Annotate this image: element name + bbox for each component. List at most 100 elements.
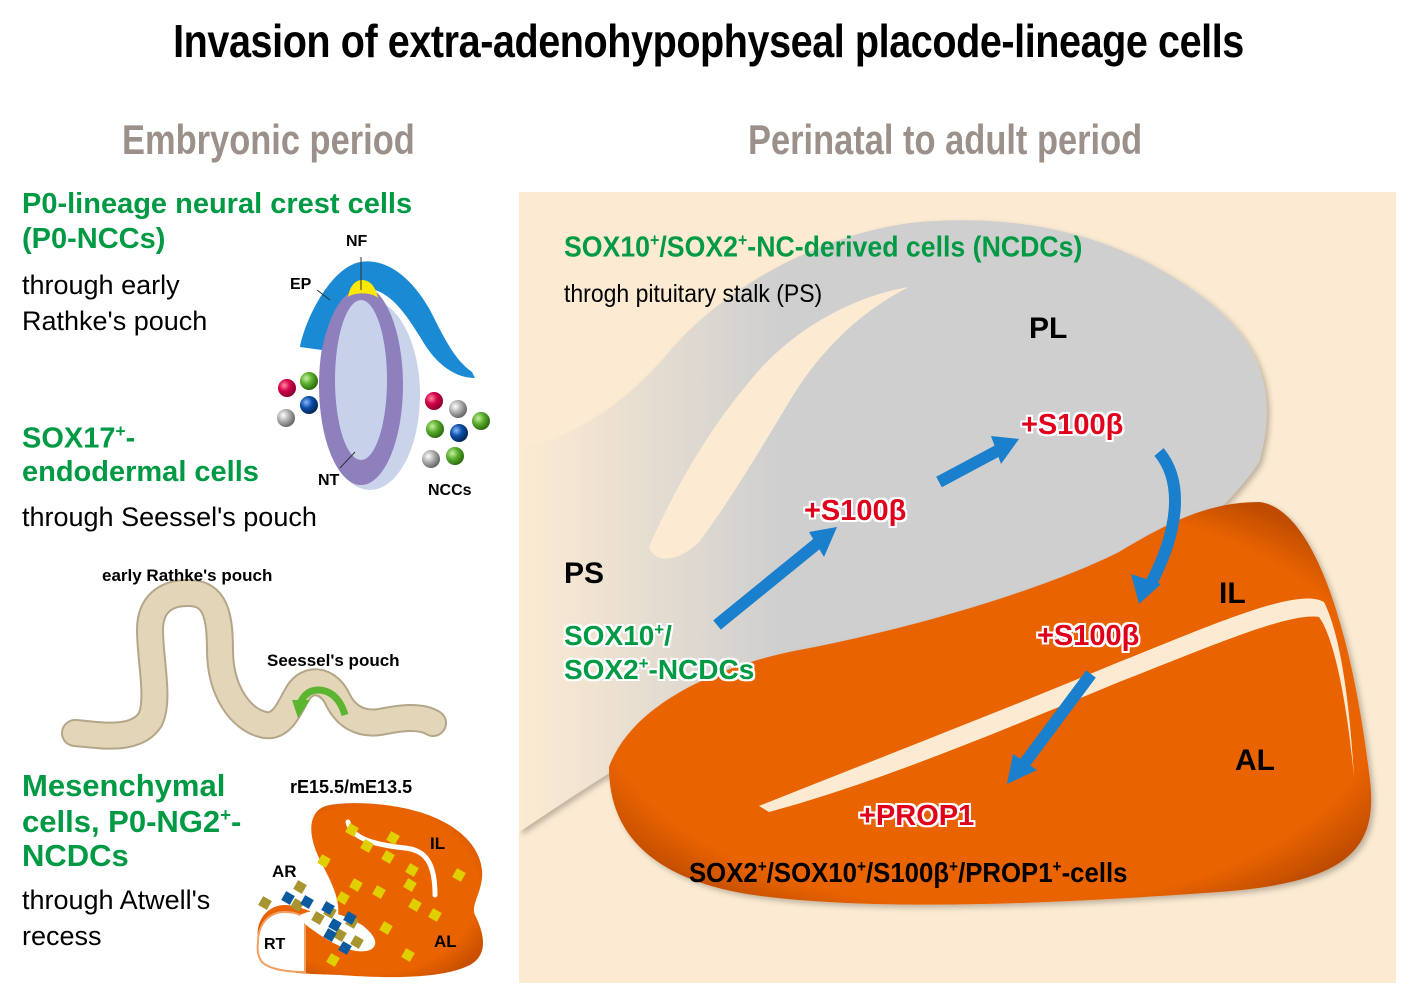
- residual-lumen: [345, 819, 438, 898]
- seessel-arrow-shaft: [296, 686, 349, 717]
- sox17-body: through Seessel's pouch: [22, 502, 317, 532]
- olive-cube: [333, 928, 347, 942]
- final-sox10: /SOX10: [766, 857, 857, 889]
- arrowhead: [1007, 754, 1037, 784]
- nf-label: NF: [346, 233, 368, 250]
- final-sox2: SOX2: [689, 857, 758, 889]
- neural-tube: [319, 285, 403, 485]
- blue-cube: [343, 911, 357, 925]
- origin-line1-text: SOX10: [564, 620, 655, 652]
- final-sup: +: [949, 857, 959, 876]
- yellow-cube: [408, 898, 422, 912]
- sox17-heading-line2: endodermal cells: [22, 456, 259, 488]
- ep-label: EP: [290, 276, 312, 293]
- yellow-cube: [372, 885, 386, 899]
- yellow-cube: [349, 878, 363, 892]
- neural-tube-lumen: [335, 300, 387, 460]
- final-sup: +: [757, 857, 767, 876]
- mesenchymal-line2-sup: +: [220, 804, 232, 825]
- gland-ar-label: AR: [272, 862, 297, 881]
- arrow-s100-3-to-prop1: [1019, 670, 1096, 768]
- final-s100b: /S100β: [865, 857, 950, 889]
- origin-line1-suffix: /: [664, 620, 672, 652]
- perinatal-panel: SOX10+/SOX2+-NC-derived cells (NCDCs) th…: [519, 192, 1396, 983]
- mesenchymal-heading-line3: NCDCs: [22, 838, 129, 873]
- figure-title: Invasion of extra-adenohypophyseal placo…: [173, 15, 1244, 67]
- yellow-cube: [336, 891, 350, 905]
- blue-cube: [300, 895, 314, 909]
- mesenchymal-line2-suffix: -: [231, 804, 242, 840]
- mesenchymal-body-line1: through Atwell's: [22, 885, 211, 915]
- arrow-ps-to-s100-1: [713, 537, 823, 630]
- p0-nccs-heading-line1: P0-lineage neural crest cells: [22, 188, 413, 220]
- ncc-gray-cell: [277, 409, 295, 427]
- yellow-cube: [403, 878, 417, 892]
- sox17-text: SOX17: [22, 422, 116, 455]
- final-suffix: -cells: [1061, 857, 1128, 889]
- final-sup: +: [856, 857, 866, 876]
- s100b-marker-1: +S100β: [804, 495, 907, 527]
- seessel-label: Seessel's pouch: [267, 651, 400, 670]
- sox17-suffix: -: [125, 422, 136, 455]
- gland-al-label: AL: [434, 932, 457, 951]
- nccs-label: NCCs: [428, 482, 472, 499]
- arrowhead: [1131, 574, 1161, 604]
- pl-label: PL: [1029, 312, 1068, 345]
- arrowhead: [991, 436, 1019, 464]
- pouch-diagram: [61, 579, 447, 750]
- yellow-cube: [379, 921, 393, 935]
- mesenchymal-heading-line1: Mesenchymal: [22, 768, 226, 803]
- gland-il-label: IL: [430, 834, 446, 853]
- yellow-cube: [428, 908, 442, 922]
- ncc-green-cell: [426, 420, 444, 438]
- ncc-green-cell: [300, 372, 318, 390]
- epidermis: [300, 261, 475, 378]
- neural-fold: [348, 280, 378, 298]
- mesenchymal-heading-line2: cells, P0-NG2+-: [22, 804, 241, 840]
- ep-leader-line: [316, 289, 331, 301]
- origin-ncdcs-line2: SOX2+-NCDCs: [564, 654, 754, 686]
- ncdc-subheading: throgh pituitary stalk (PS): [564, 280, 823, 308]
- blue-cube: [338, 941, 352, 955]
- olive-cube: [293, 880, 307, 894]
- origin-ncdcs-line1: SOX10+/: [564, 620, 672, 652]
- ncc-green-cell: [472, 412, 490, 430]
- nt-leader-line: [339, 451, 356, 469]
- mesenchymal-line2-text: cells, P0-NG2: [22, 804, 221, 840]
- olive-cube: [350, 935, 364, 949]
- arrowhead: [809, 527, 837, 557]
- origin-line1-sup: +: [654, 620, 665, 639]
- final-sup: +: [1052, 857, 1062, 876]
- nt-label: NT: [318, 472, 340, 489]
- blue-cube: [321, 901, 335, 915]
- p0-nccs-heading-line2: (P0-NCCs): [22, 223, 166, 255]
- p0-nccs-body-line1: through early: [22, 270, 180, 300]
- atwell-recess-cleft: [300, 910, 376, 952]
- ncdc-heading-suffix: -NC-derived cells (NCDCs): [747, 231, 1083, 264]
- s100b-marker-2: +S100β: [1021, 409, 1124, 441]
- sox17-sup: +: [115, 421, 126, 441]
- yellow-cube: [381, 850, 395, 864]
- prop1-marker: +PROP1: [859, 800, 975, 832]
- arrow-s100-2-to-s100-3: [1143, 448, 1181, 590]
- yellow-cube: [386, 831, 400, 845]
- intermediate-anterior-lobe: [609, 502, 1372, 905]
- sox17-heading-line1: SOX17+-: [22, 421, 135, 455]
- yellow-cube: [326, 953, 340, 967]
- stage-label: rE15.5/mE13.5: [290, 777, 413, 797]
- ncdc-heading-sup2: +: [737, 230, 748, 250]
- neural-tube-shadow: [320, 300, 420, 490]
- il-label: IL: [1219, 577, 1246, 610]
- origin-line2-text: SOX2: [564, 654, 639, 686]
- olive-cube: [290, 898, 304, 912]
- origin-line2-sup: +: [638, 654, 649, 673]
- stalk-cleft: [649, 287, 909, 559]
- al-label: AL: [1235, 744, 1275, 777]
- pituitary-diagram: [519, 220, 1372, 905]
- seessel-arrow-head: [292, 700, 310, 718]
- arrow-heads: [809, 436, 1161, 784]
- olive-cube: [345, 915, 359, 929]
- olive-cube: [258, 896, 272, 910]
- ps-label: PS: [564, 557, 605, 590]
- arrow-s100-1-to-s100-2: [936, 444, 1002, 488]
